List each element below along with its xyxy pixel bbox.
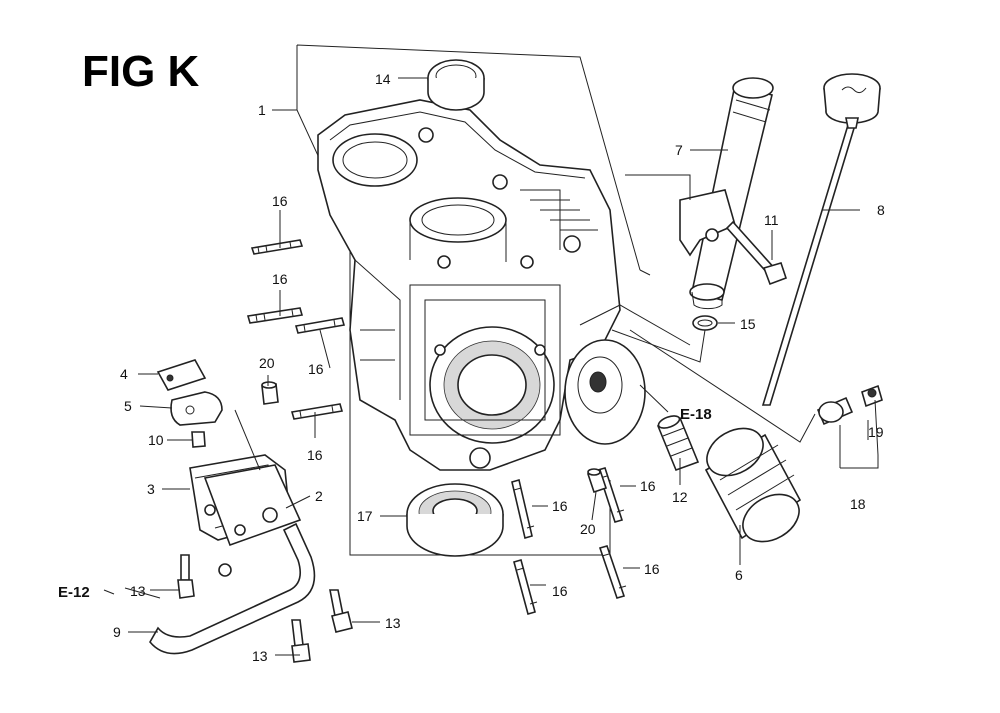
- breather-plate: [156, 359, 207, 391]
- callout-16-h: 16: [644, 561, 660, 577]
- stud-16-h: [598, 545, 627, 599]
- callout-16-e: 16: [552, 498, 568, 514]
- callout-14: 14: [375, 71, 391, 87]
- callout-13-a: 13: [130, 583, 146, 599]
- oil-filler-tube: [679, 77, 774, 310]
- filter-nipple: [656, 415, 700, 472]
- callout-3: 3: [147, 481, 155, 497]
- callout-1: 1: [258, 102, 266, 118]
- breather-tube: [149, 522, 316, 655]
- callout-5: 5: [124, 398, 132, 414]
- stud-16-c: [294, 317, 346, 334]
- bolt-13-a: [177, 554, 195, 599]
- crankcase: [317, 99, 621, 471]
- callout-15: 15: [740, 316, 756, 332]
- dowel-pin-a: [261, 381, 279, 405]
- reference-e12: E-12: [58, 584, 90, 601]
- breather-seal: [203, 464, 302, 577]
- figure-title: FIG K: [82, 47, 200, 96]
- reference-e12-arrow: [103, 589, 115, 595]
- dipstick: [761, 73, 881, 406]
- stud-16-g: [513, 559, 538, 615]
- callout-13-c: 13: [252, 648, 268, 664]
- oil-filter: [704, 427, 802, 543]
- stud-16-a: [250, 239, 304, 255]
- callout-2: 2: [315, 488, 323, 504]
- callout-13-b: 13: [385, 615, 401, 631]
- stud-16-e: [511, 478, 535, 540]
- callout-10: 10: [148, 432, 164, 448]
- callout-4: 4: [120, 366, 128, 382]
- callout-16-c: 16: [308, 361, 324, 377]
- callout-7: 7: [675, 142, 683, 158]
- callout-19: 19: [868, 424, 884, 440]
- callout-8: 8: [877, 202, 885, 218]
- stud-16-d: [290, 403, 344, 420]
- bolt-13-b: [329, 589, 353, 633]
- callout-11: 11: [764, 212, 779, 228]
- bolt-13-c: [291, 619, 311, 663]
- leader-lines: [124, 77, 879, 656]
- callout-16-g: 16: [552, 583, 568, 599]
- callout-labels: 1 2 3 4 5 6 7 8 9 10 11 12 13 13 13 14 1…: [113, 71, 885, 664]
- callout-20-a: 20: [259, 355, 275, 371]
- callout-20-b: 20: [580, 521, 596, 537]
- breather-gasket: [170, 391, 223, 426]
- callout-18: 18: [850, 496, 866, 512]
- dowel-pin-b: [586, 468, 608, 494]
- callout-16-b: 16: [272, 271, 288, 287]
- bolt-11: [725, 220, 788, 286]
- section-references: E-18 E-12: [58, 406, 712, 601]
- callout-12: 12: [672, 489, 688, 505]
- callout-16-d: 16: [307, 447, 323, 463]
- stud-16-b: [246, 307, 304, 324]
- bearing: [406, 483, 504, 557]
- assembly-outline: [296, 44, 651, 556]
- callout-16-f: 16: [640, 478, 656, 494]
- oil-seal: [427, 59, 485, 111]
- callout-16-a: 16: [272, 193, 288, 209]
- o-ring: [692, 315, 718, 331]
- filter-mount: [564, 339, 646, 445]
- callout-17: 17: [357, 508, 373, 524]
- callout-6: 6: [735, 567, 743, 583]
- callout-9: 9: [113, 624, 121, 640]
- reference-e18: E-18: [680, 406, 712, 423]
- bolt-10: [191, 431, 206, 448]
- oil-pressure-switch: [816, 384, 883, 426]
